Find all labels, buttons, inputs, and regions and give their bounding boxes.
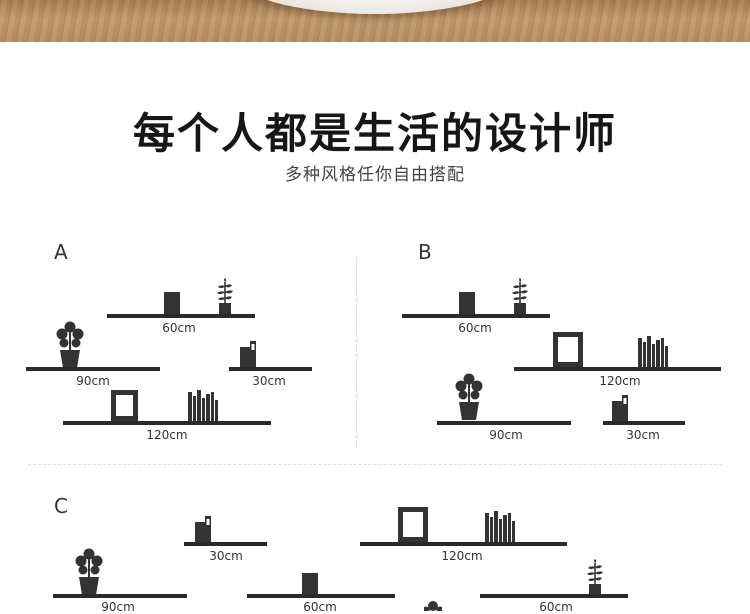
book-block-icon [459, 292, 475, 314]
size-label: 90cm [101, 600, 135, 614]
shelf-c-60 [247, 594, 395, 598]
size-label: 90cm [76, 374, 110, 388]
shelf-a-120 [63, 421, 271, 425]
shelf-b-60 [402, 314, 550, 318]
size-label: 120cm [599, 374, 641, 388]
size-label: 60cm [303, 600, 337, 614]
shelf-c-90 [53, 594, 187, 598]
size-label: 60cm [539, 600, 573, 614]
size-label: 120cm [146, 428, 188, 442]
books-row-icon [485, 511, 515, 542]
shelf-b-90 [437, 421, 571, 425]
size-label: 60cm [162, 321, 196, 335]
size-label: 60cm [458, 321, 492, 335]
shelf-c-120 [360, 542, 567, 546]
photo-frame-icon [553, 332, 583, 367]
books-row-icon [638, 336, 668, 367]
shelf-b-30 [603, 421, 685, 425]
book-pair-icon [240, 341, 256, 367]
cactus-icon [584, 559, 606, 595]
books-row-icon [188, 390, 218, 421]
shelf-a-60 [107, 314, 255, 318]
shelf-c-30 [184, 542, 267, 546]
potted-plant-icon [74, 548, 104, 595]
book-block-icon [164, 292, 180, 314]
potted-plant-icon [55, 321, 85, 368]
size-label: 90cm [489, 428, 523, 442]
potted-plant-icon [424, 600, 442, 611]
size-label: 30cm [626, 428, 660, 442]
book-block-icon [302, 573, 318, 594]
shelf-a-90 [26, 367, 160, 371]
page-title: 每个人都是生活的设计师 [132, 109, 617, 158]
photo-frame-icon [111, 390, 138, 421]
size-label: 30cm [209, 549, 243, 563]
potted-plant-icon [454, 373, 484, 420]
group-a-label: A [54, 240, 68, 264]
cactus-icon [214, 278, 236, 314]
wood-table-banner [0, 0, 750, 42]
shelf-c-60-right [480, 594, 628, 598]
cactus-icon [509, 278, 531, 314]
shelf-b-120 [514, 367, 721, 371]
size-label: 30cm [252, 374, 286, 388]
bowl [230, 0, 520, 14]
group-divider-horizontal [28, 464, 722, 465]
group-b-label: B [418, 240, 432, 264]
group-c-label: C [54, 494, 68, 518]
book-pair-icon [195, 516, 211, 542]
group-divider-vertical [356, 258, 357, 448]
page-subtitle: 多种风格任你自由搭配 [285, 165, 465, 185]
photo-frame-icon [398, 507, 428, 542]
book-pair-icon [612, 395, 628, 421]
shelf-a-30 [229, 367, 312, 371]
size-label: 120cm [441, 549, 483, 563]
